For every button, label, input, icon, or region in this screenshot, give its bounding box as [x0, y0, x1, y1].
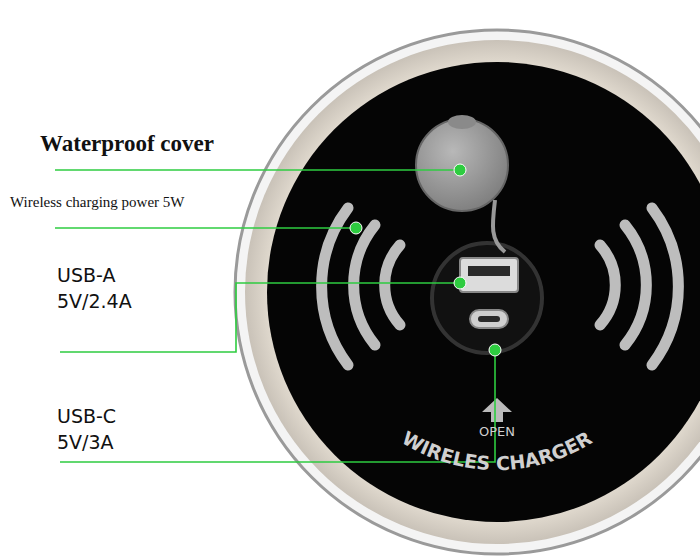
port-socket	[432, 243, 542, 353]
callout-label: USB-C 5V/3A	[57, 404, 167, 455]
callout-label: Wireless charging power 5W	[10, 193, 310, 211]
cap-tab	[448, 115, 476, 129]
callout-label: USB-A 5V/2.4A	[57, 263, 167, 314]
callout-label: OPEN	[467, 424, 527, 440]
usb-c-tongue	[478, 316, 500, 322]
waterproof-cap	[416, 119, 508, 211]
cover-tether	[493, 200, 505, 252]
usb-a-port	[460, 258, 518, 292]
open-arrow	[482, 398, 512, 422]
wireless-waves	[322, 208, 679, 365]
usb-a-tongue	[468, 266, 510, 276]
outer-ring	[235, 30, 700, 554]
usb-c-port	[470, 310, 508, 328]
leader-dots	[350, 164, 501, 356]
callout-label: Waterproof cover	[40, 130, 300, 158]
leader-lines	[55, 170, 495, 462]
bezel	[245, 40, 700, 544]
charging-surface	[267, 62, 700, 522]
